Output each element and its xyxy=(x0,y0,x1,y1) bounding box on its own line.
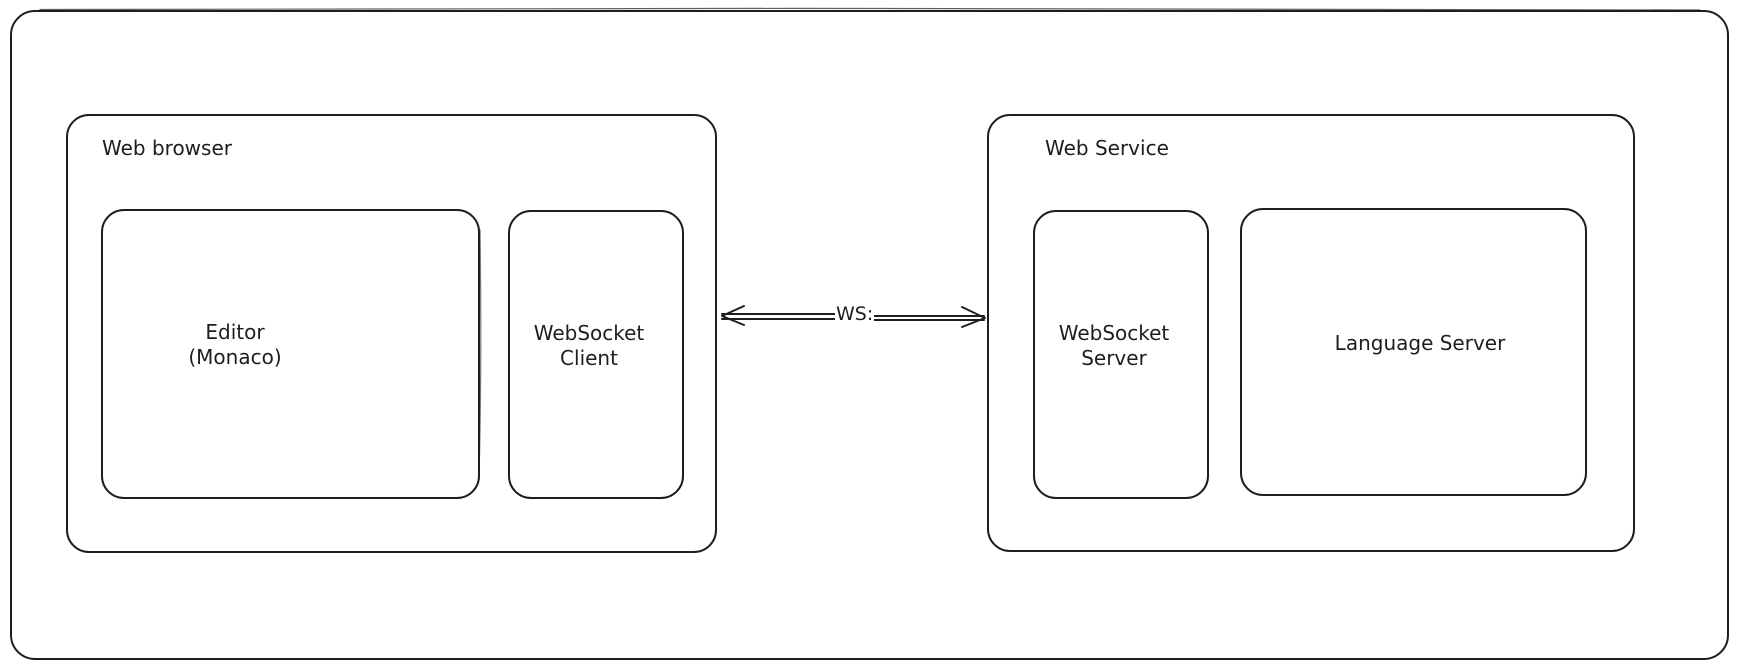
web-service-box xyxy=(987,114,1635,552)
websocket-server-box xyxy=(1033,210,1209,499)
ws-connection-arrow xyxy=(721,305,986,328)
web-service-title: Web Service xyxy=(1045,136,1169,160)
websocket-client-label: WebSocket Client xyxy=(533,321,645,370)
websocket-server-label: WebSocket Server xyxy=(1058,321,1170,370)
editor-box xyxy=(101,209,480,499)
web-browser-title: Web browser xyxy=(102,136,232,160)
web-browser-box xyxy=(66,114,717,553)
language-server-label: Language Server xyxy=(1334,331,1506,355)
websocket-client-box xyxy=(508,210,684,499)
language-server-box xyxy=(1240,208,1587,496)
ws-connection-label: WS: xyxy=(835,302,875,327)
editor-label: Editor (Monaco) xyxy=(188,320,282,369)
outer-frame xyxy=(10,10,1729,660)
